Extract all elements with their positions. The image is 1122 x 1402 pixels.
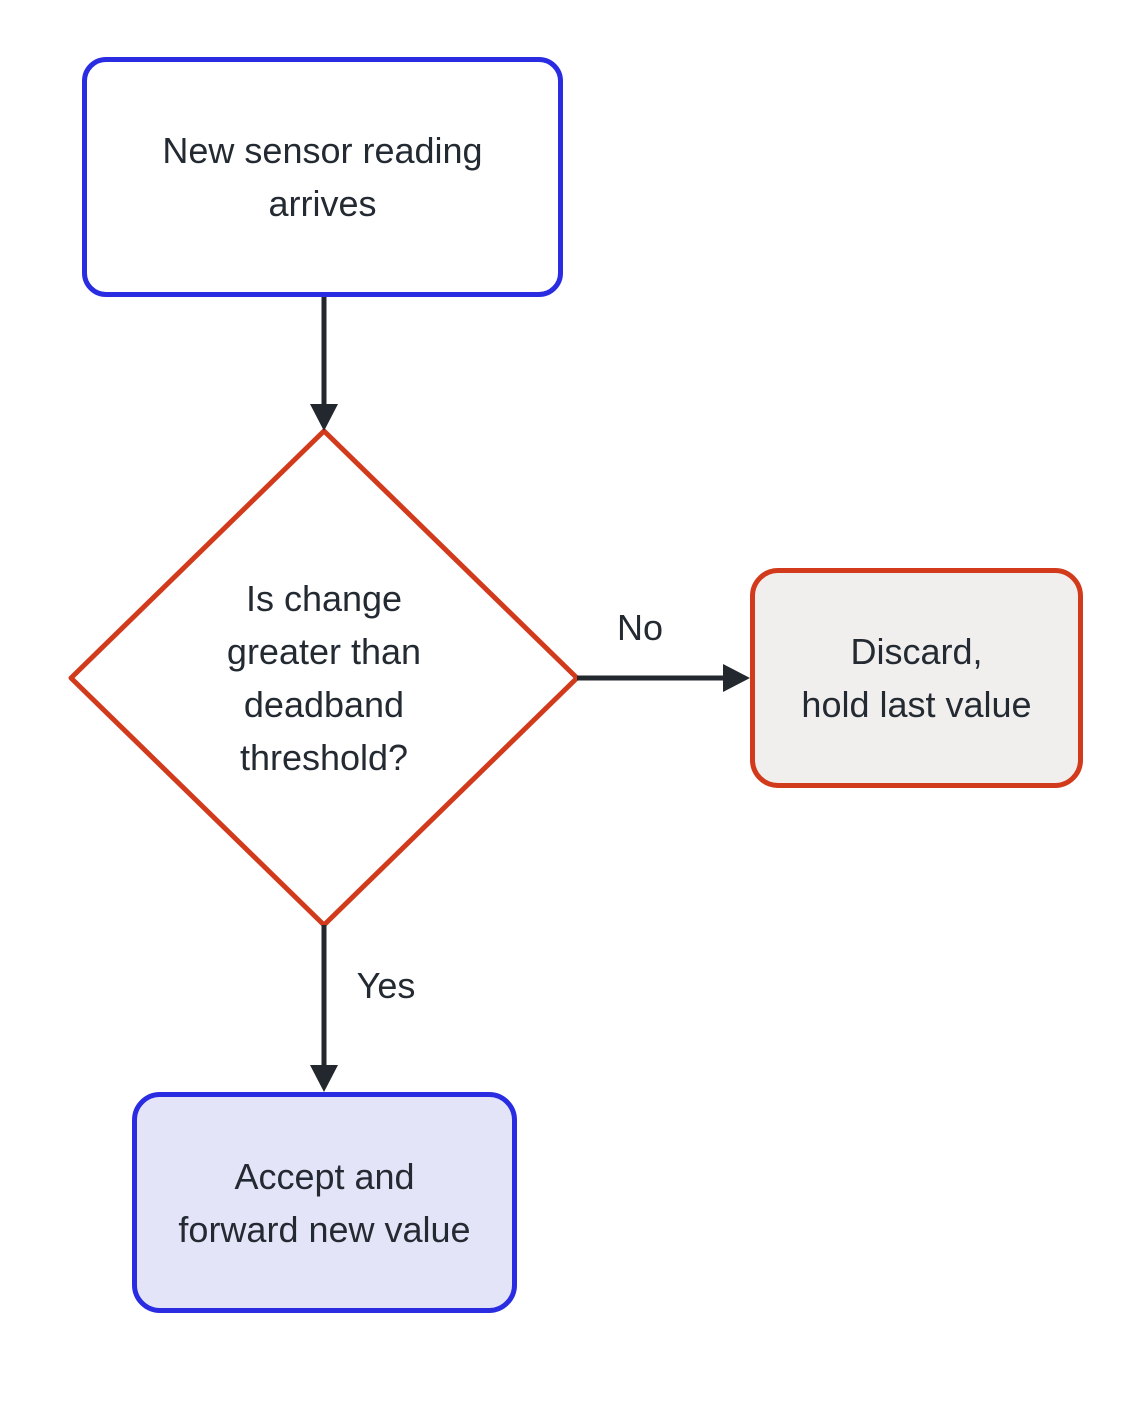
node-decision-line-3: deadband [243, 684, 405, 725]
node-accept-line-1: Accept and [234, 1155, 415, 1197]
node-decision-line-4: threshold? [239, 737, 409, 778]
node-discard-line-1: Discard, [850, 631, 983, 672]
edge-label-no: No [616, 607, 664, 648]
node-decision-line-2: greater than [226, 631, 422, 672]
node-accept-line-2: forward new value [178, 1208, 471, 1250]
node-discard: Discard, hold last value [750, 568, 1083, 788]
edge-label-yes: Yes [356, 965, 416, 1006]
node-start: New sensor reading arrives [82, 57, 563, 297]
node-accept-label: Accept and forward new value [178, 1150, 470, 1256]
arrow-no-to-discard [577, 664, 750, 692]
node-decision-line-1: Is change [245, 578, 403, 619]
arrow-yes-to-accept [310, 925, 338, 1092]
arrowhead-right-icon [723, 664, 750, 692]
node-discard-label: Discard, hold last value [801, 625, 1031, 731]
node-start-label: New sensor reading arrives [162, 124, 482, 230]
node-decision-label: Is change greater than deadband threshol… [174, 572, 474, 784]
node-start-line-1: New sensor reading [162, 130, 483, 171]
node-discard-line-2: hold last value [801, 684, 1032, 725]
node-start-line-2: arrives [268, 183, 377, 224]
arrowhead-down-icon [310, 1065, 338, 1092]
arrowhead-down-icon [310, 404, 338, 431]
arrow-start-to-decision [310, 297, 338, 431]
node-accept: Accept and forward new value [132, 1092, 517, 1313]
